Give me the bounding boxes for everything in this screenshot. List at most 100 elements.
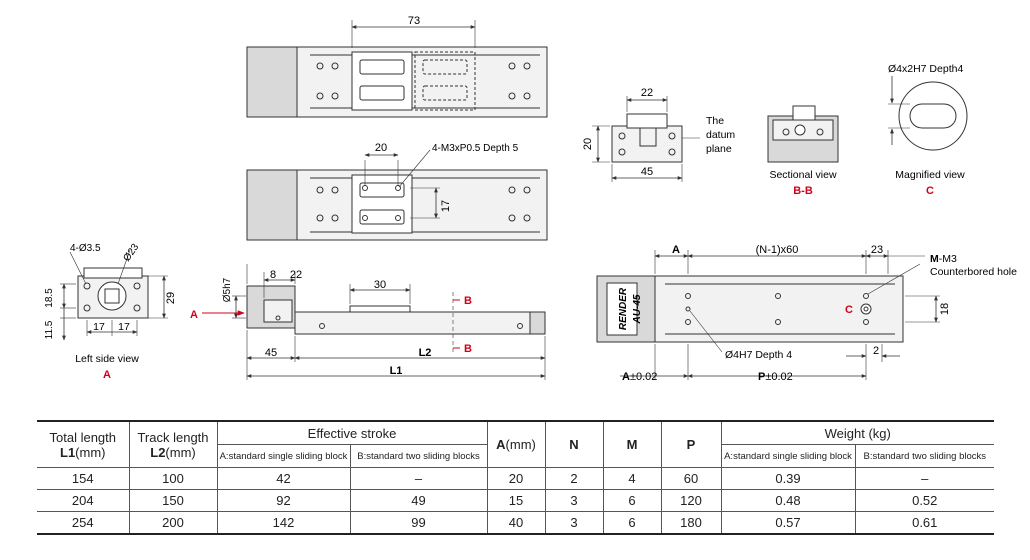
dim-height-17: 17 — [440, 200, 452, 212]
side-dim-8: 8 — [270, 269, 276, 281]
left-side-dim-11-5: 11.5 — [44, 320, 55, 339]
left-side-bore-note: Ø23 — [121, 242, 141, 264]
side-dim-22: 22 — [290, 269, 302, 281]
header-effective-stroke: Effective stroke — [217, 420, 488, 445]
cell-l2: 200 — [129, 511, 218, 535]
cell-l1: 254 — [37, 511, 130, 535]
cell-m: 4 — [603, 467, 662, 490]
cell-stroke-a: 42 — [217, 467, 351, 490]
magnified-caption: Magnified view — [895, 169, 965, 181]
header-weight-b: B:standard two sliding blocks — [855, 444, 994, 468]
pin-hole-note: Ø4H7 Depth 4 — [725, 349, 792, 361]
bottom-dim-a-tol: A±0.02 — [622, 371, 657, 383]
left-side-tag: A — [103, 369, 111, 381]
dim-width-45: 45 — [641, 166, 653, 178]
magnified-tag: C — [926, 185, 934, 197]
cell-weight-a: 0.48 — [721, 489, 856, 512]
cell-p: 60 — [661, 467, 722, 490]
side-dim-shaft: Ø5h7 — [222, 277, 233, 302]
bottom-dim-a-tol-bold: A — [622, 371, 630, 383]
bottom-dim-p-tol-rest: ±0.02 — [765, 371, 792, 383]
bottom-dim-18: 18 — [939, 303, 951, 315]
header-stroke-a: A:standard single sliding block — [217, 444, 351, 468]
cell-l2: 150 — [129, 489, 218, 512]
section-b-bottom-label: B — [464, 343, 472, 355]
bottom-dim-p-tol-bold: P — [758, 371, 765, 383]
datum-plane-label-1: The — [706, 115, 724, 127]
side-dim-45: 45 — [265, 347, 277, 359]
header-total-length-line1: Total length — [49, 429, 117, 445]
header-a-bold: A — [496, 437, 506, 452]
table-row: 254 200 142 99 40 3 6 180 0.57 0.61 — [37, 511, 994, 535]
bottom-dim-a: A — [672, 244, 680, 256]
header-row-2: A:standard single sliding block B:standa… — [37, 444, 994, 468]
counterbored-m-rest: -M3 — [939, 253, 957, 265]
side-dim-l1: L1 — [390, 365, 403, 377]
sectional-view-tag: B-B — [793, 185, 813, 197]
cell-m: 6 — [603, 489, 662, 512]
header-total-length: Total length L1(mm) — [37, 420, 130, 468]
bottom-dim-p-tol: P±0.02 — [758, 371, 793, 383]
cell-weight-b: 0.52 — [855, 489, 994, 512]
table-row: 204 150 92 49 15 3 6 120 0.48 0.52 — [37, 489, 994, 512]
left-side-dim-17a: 17 — [93, 321, 105, 333]
counterbored-m-bold: M — [930, 253, 939, 265]
table-row: 154 100 42 – 20 2 4 60 0.39 – — [37, 467, 994, 490]
cell-stroke-b: 99 — [350, 511, 488, 535]
cell-l1: 154 — [37, 467, 130, 490]
cell-l2: 100 — [129, 467, 218, 490]
counterbored-hole-note: M-M3 — [930, 253, 957, 265]
mid-view — [246, 149, 548, 241]
header-p: P — [661, 420, 722, 468]
side-dim-l2: L2 — [419, 347, 432, 359]
counterbored-hole-note-2: Counterbored hole — [930, 266, 1017, 278]
header-track-length-line2: L2(mm) — [130, 445, 217, 460]
cell-l1: 204 — [37, 489, 130, 512]
section-arrow-a-label: A — [190, 309, 198, 321]
dim-width-20: 20 — [375, 142, 387, 154]
cell-stroke-a: 142 — [217, 511, 351, 535]
bottom-dim-pitch: (N-1)x60 — [756, 244, 799, 256]
datum-plane-label-3: plane — [706, 143, 732, 155]
header-a-mm: A(mm) — [487, 420, 546, 468]
cell-stroke-b: 49 — [350, 489, 488, 512]
top-view — [246, 20, 548, 118]
left-side-dim-17b: 17 — [118, 321, 130, 333]
sectional-view-bb — [767, 105, 839, 163]
dim-stroke: 73 — [408, 15, 420, 27]
header-stroke-b: B:standard two sliding blocks — [350, 444, 488, 468]
side-dim-30: 30 — [374, 279, 386, 291]
bottom-dim-23: 23 — [871, 244, 883, 256]
cell-weight-b: – — [855, 467, 994, 490]
tapped-hole-note: 4-M3xP0.5 Depth 5 — [432, 143, 519, 154]
header-l1-bold: L1 — [60, 444, 76, 460]
cell-stroke-b: – — [350, 467, 488, 490]
spec-table: Total length L1(mm) Track length L2(mm) … — [37, 420, 994, 535]
bottom-view — [596, 250, 940, 380]
header-weight: Weight (kg) — [721, 420, 994, 445]
left-side-dim-18-5: 18.5 — [44, 288, 55, 308]
cell-p: 120 — [661, 489, 722, 512]
left-side-view — [60, 249, 168, 341]
side-view — [232, 264, 546, 380]
sectional-view-caption: Sectional view — [769, 169, 837, 181]
cell-stroke-a: 92 — [217, 489, 351, 512]
cell-weight-b: 0.61 — [855, 511, 994, 535]
bottom-brand-label: RENDER — [618, 287, 629, 330]
cell-weight-a: 0.57 — [721, 511, 856, 535]
header-n: N — [545, 420, 604, 468]
header-l2-bold: L2 — [150, 444, 166, 460]
magnified-view-c — [888, 76, 968, 151]
magnified-note: Ø4x2H7 Depth4 — [888, 63, 963, 75]
header-a-unit: (mm) — [505, 437, 536, 452]
cell-a: 40 — [487, 511, 546, 535]
header-l2-unit: (mm) — [165, 444, 196, 460]
header-m: M — [603, 420, 662, 468]
left-side-dim-29: 29 — [165, 292, 177, 304]
datum-plane-label-2: datum — [706, 129, 735, 141]
dim-height-20: 20 — [582, 138, 594, 150]
cell-m: 6 — [603, 511, 662, 535]
technical-drawing: 73 20 17 4-M3xP0.5 Depth 5 — [44, 15, 1017, 383]
header-track-length: Track length L2(mm) — [129, 420, 218, 468]
cell-a: 20 — [487, 467, 546, 490]
